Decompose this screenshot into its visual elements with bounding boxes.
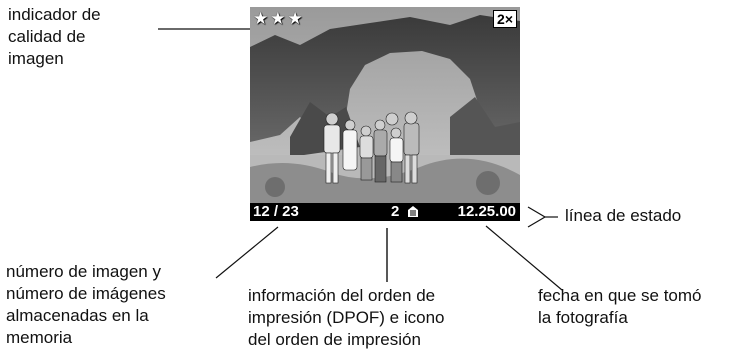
star-icon: ★ bbox=[270, 9, 286, 28]
callout-line: número de imágenes bbox=[6, 284, 166, 303]
status-line: 12 / 23 2 12.25.00 bbox=[250, 203, 520, 221]
capture-date: 12.25.00 bbox=[457, 203, 516, 220]
callout-line: almacenadas en la bbox=[6, 306, 149, 325]
callout-line: la fotografía bbox=[538, 308, 628, 327]
date-callout: fecha en que se tomó la fotografía bbox=[538, 285, 702, 329]
callout-line: impresión (DPOF) e icono bbox=[248, 308, 445, 327]
date-leader-line bbox=[485, 225, 563, 291]
image-quality-callout: indicador de calidad de imagen bbox=[8, 4, 101, 70]
callout-line: fecha en que se tomó bbox=[538, 286, 702, 305]
callout-line: memoria bbox=[6, 328, 73, 347]
callout-line: del orden de impresión bbox=[248, 330, 421, 349]
print-order-icon bbox=[406, 205, 420, 221]
image-quality-indicator: ★ ★ ★ bbox=[253, 10, 303, 27]
status-bracket bbox=[527, 206, 547, 228]
star-icon: ★ bbox=[253, 9, 269, 28]
callout-line: número de imagen y bbox=[6, 262, 161, 281]
image-counter: 12 / 23 bbox=[253, 203, 299, 220]
camera-lcd-screen: ★ ★ ★ 2× 12 / 23 2 12.25.00 bbox=[250, 7, 520, 221]
status-line-callout: línea de estado bbox=[565, 206, 682, 225]
callout-line: calidad de bbox=[8, 27, 86, 46]
zoom-badge: 2× bbox=[493, 10, 517, 28]
print-order-count: 2 bbox=[391, 203, 400, 220]
dpof-callout: información del orden de impresión (DPOF… bbox=[248, 285, 445, 351]
callout-line: indicador de bbox=[8, 5, 101, 24]
number-leader-line bbox=[215, 226, 279, 279]
image-number-callout: número de imagen y número de imágenes al… bbox=[6, 261, 166, 349]
photo-preview: ★ ★ ★ 2× bbox=[250, 7, 520, 203]
callout-line: imagen bbox=[8, 49, 64, 68]
star-icon: ★ bbox=[287, 9, 303, 28]
callout-line: información del orden de bbox=[248, 286, 436, 305]
